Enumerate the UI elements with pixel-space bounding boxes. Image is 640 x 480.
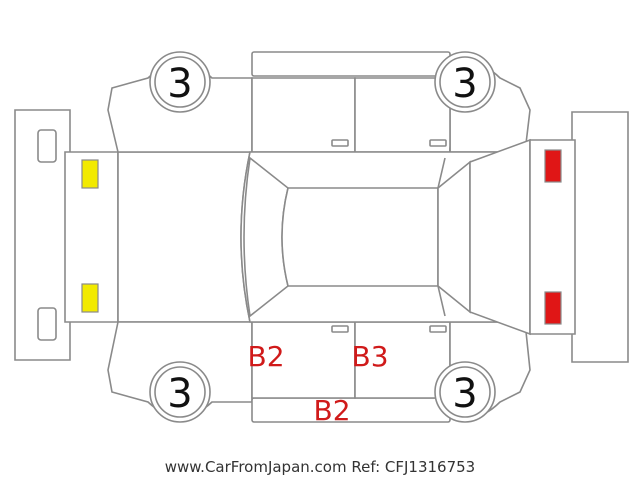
tire-rear-right-grade: 3: [452, 371, 477, 417]
tire-front-right: 3: [149, 361, 211, 423]
damage-code-front-door-right: B2: [247, 340, 284, 373]
tire-front-left: 3: [149, 51, 211, 113]
trunk-lid: [469, 138, 576, 336]
tire-front-right-grade: 3: [167, 371, 192, 417]
front-left-lamp-marker: [81, 159, 99, 189]
tire-front-left-grade: 3: [167, 61, 192, 107]
tire-rear-left: 3: [434, 51, 496, 113]
front-lamps: [81, 159, 99, 313]
rear-left-lamp-marker: [544, 149, 562, 183]
rear-lamps: [544, 149, 562, 325]
damage-code-rocker-right: B2: [313, 394, 350, 427]
front-bumper: [14, 109, 71, 361]
rocker-bottom: [251, 397, 451, 423]
front-right-lamp-marker: [81, 283, 99, 313]
roof-rail-top: [251, 51, 451, 77]
cabin-roof: [240, 151, 526, 323]
rear-right-lamp-marker: [544, 291, 562, 325]
rear-bumper: [571, 111, 629, 363]
damage-code-rear-door-right: B3: [351, 340, 388, 373]
tire-rear-left-grade: 3: [452, 61, 477, 107]
tire-rear-right: 3: [434, 361, 496, 423]
left-front-door: [251, 77, 356, 153]
reference-footer: www.CarFromJapan.com Ref: CFJ1316753: [164, 458, 476, 476]
